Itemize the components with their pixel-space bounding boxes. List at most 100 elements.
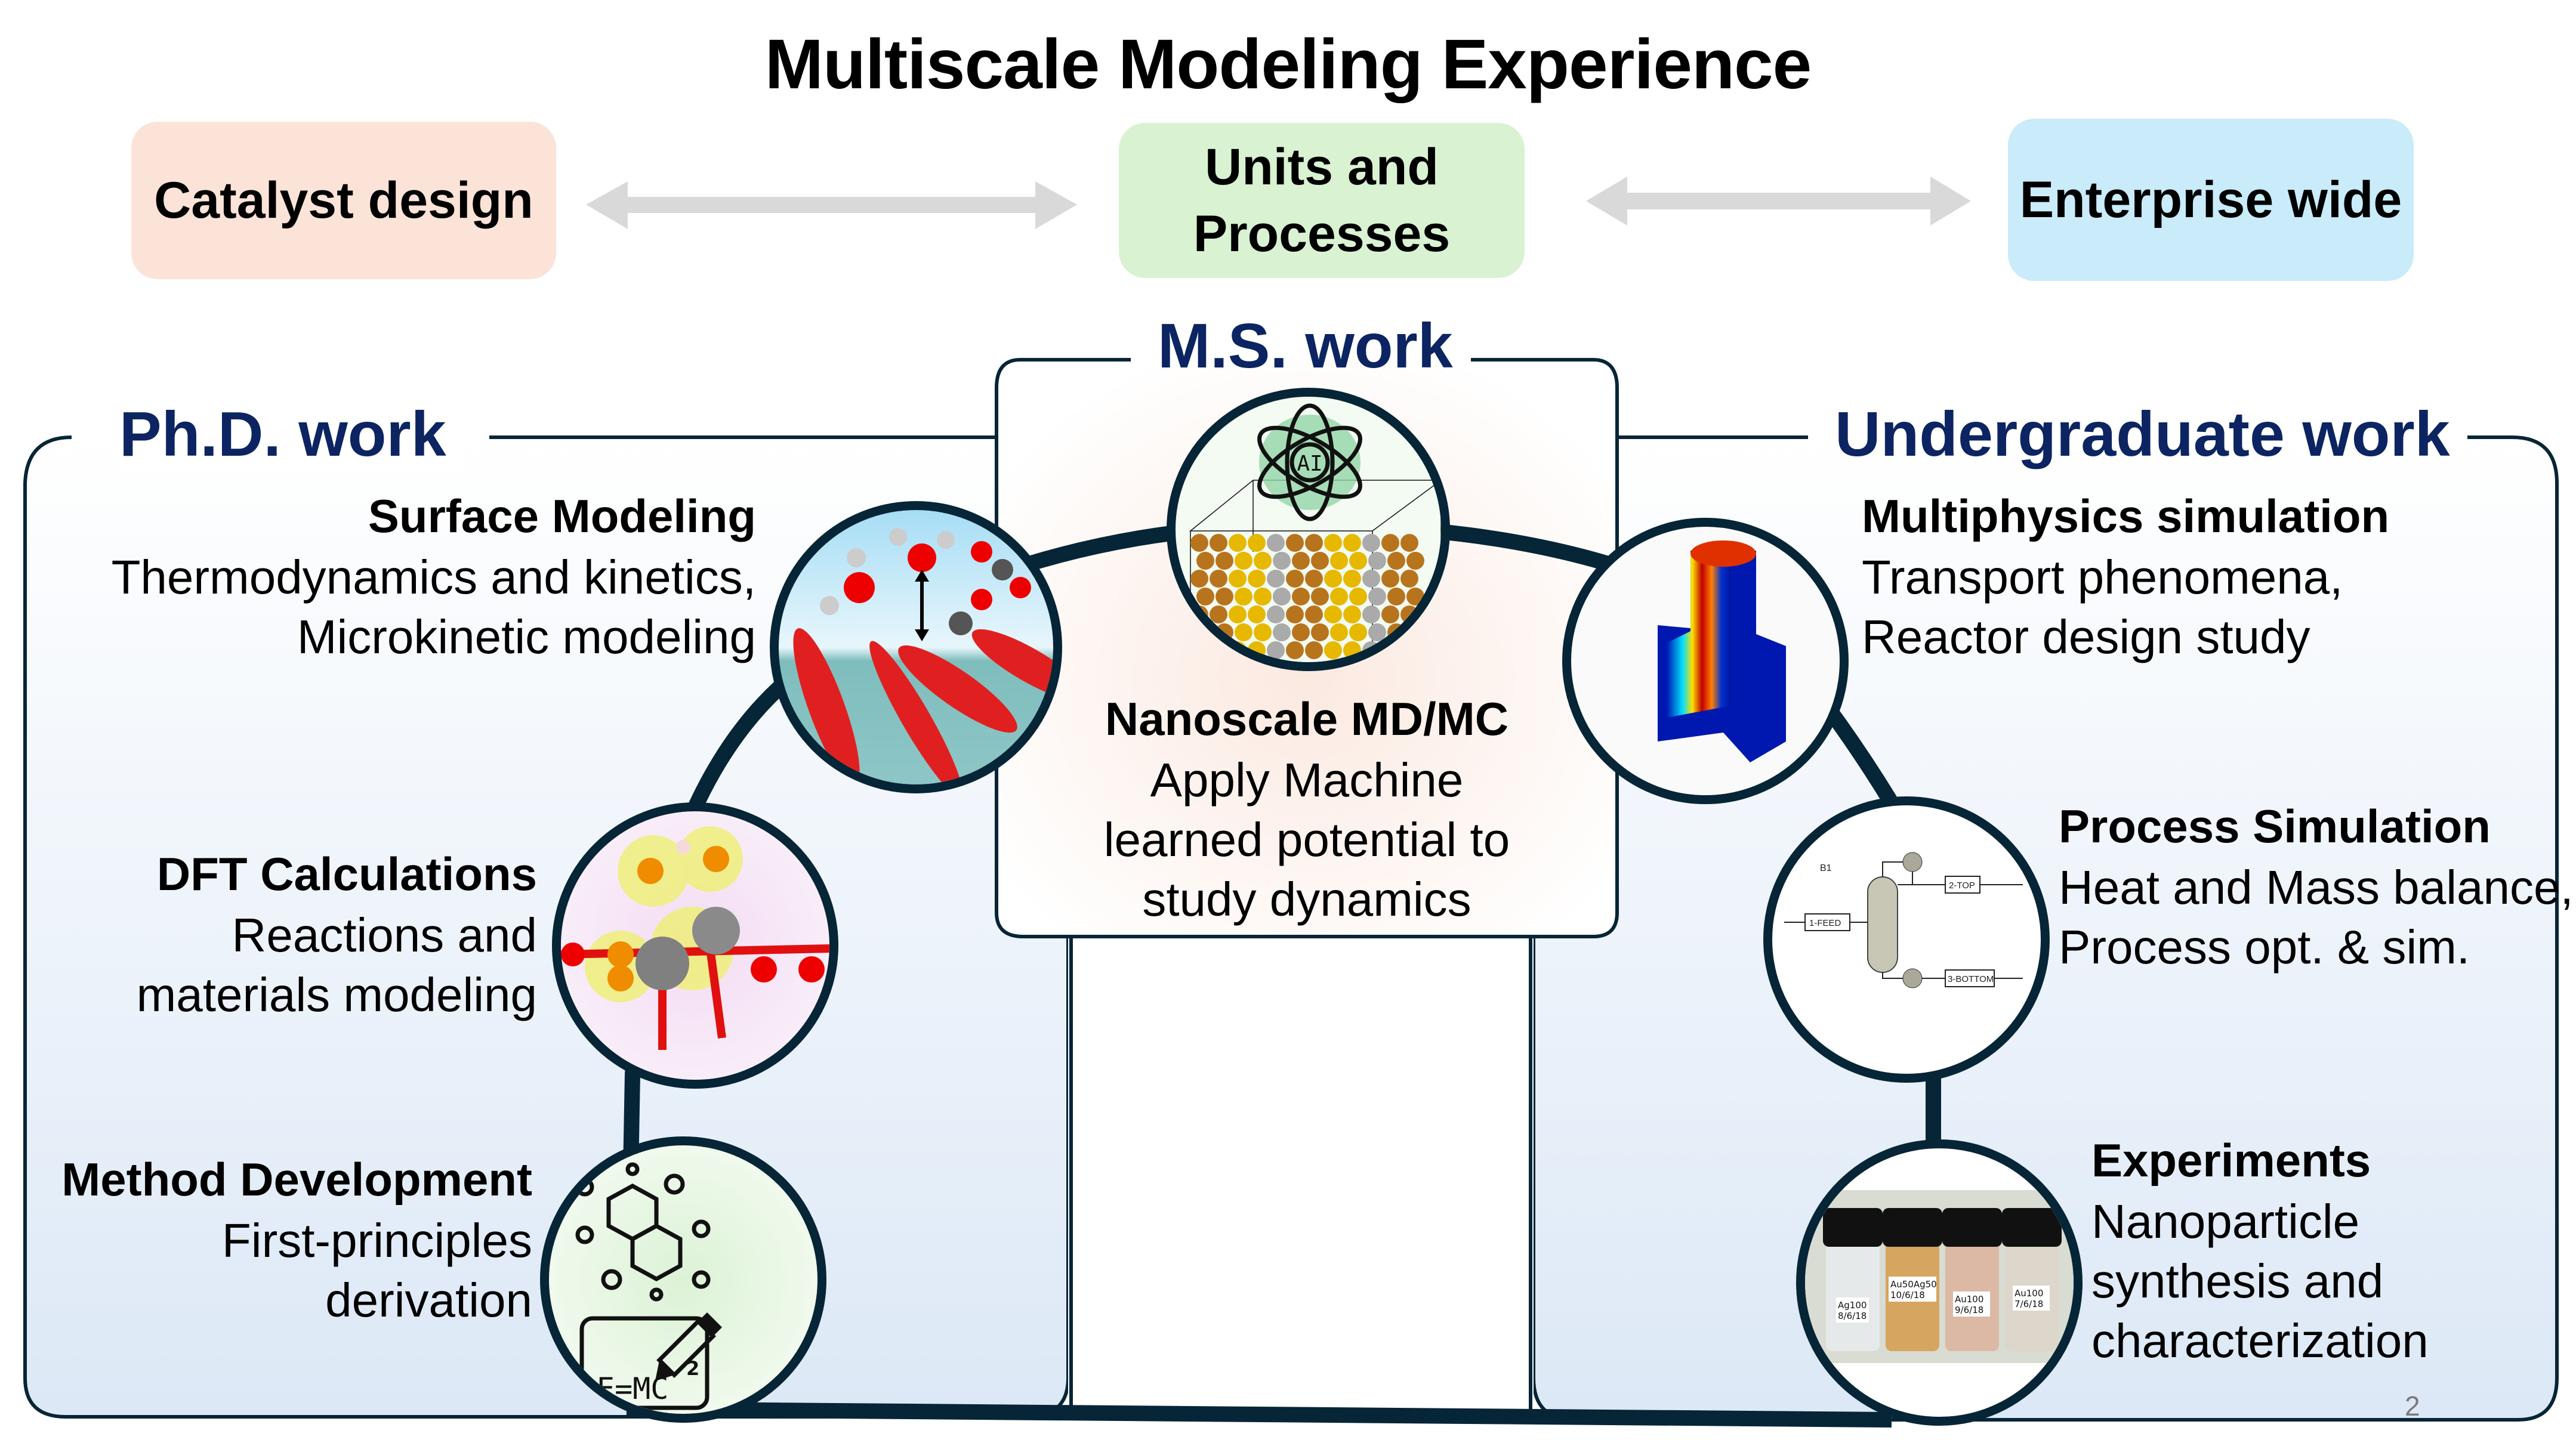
lattice-atom	[1343, 534, 1361, 552]
lattice-atom	[1330, 552, 1348, 570]
lattice-atom	[1196, 552, 1214, 570]
lattice-atom	[1362, 534, 1380, 552]
lattice-atom	[1311, 588, 1329, 605]
method-dev-desc: First-principles derivation	[222, 1211, 532, 1330]
lattice-atom	[1210, 570, 1227, 588]
lattice-atom	[1406, 552, 1424, 570]
lattice-atom	[1406, 588, 1424, 605]
lattice-atom	[1286, 534, 1304, 552]
desc-line: characterization	[2091, 1314, 2429, 1367]
vial-label: Au100	[1955, 1294, 1983, 1305]
equation-text: E=MC	[597, 1371, 668, 1406]
desc-line: Apply Machine	[1150, 753, 1464, 807]
pencil-icon	[655, 1312, 722, 1381]
lattice-atom	[1324, 641, 1342, 659]
desc-line: Microkinetic modeling	[297, 610, 756, 663]
lattice-atom	[1215, 623, 1233, 641]
nanoscale-heading: Nanoscale MD/MC	[1105, 693, 1509, 745]
lattice-atom	[1248, 605, 1266, 623]
flowsheet-feed-label: 1-FEED	[1809, 918, 1841, 928]
lattice-atom	[1235, 552, 1252, 570]
lattice-atom	[1305, 570, 1323, 588]
method-dev-image: E=MC 2	[540, 1136, 826, 1423]
desc-line: First-principles	[221, 1214, 532, 1267]
lattice-atom	[1215, 588, 1233, 605]
lattice-atom	[1400, 570, 1418, 588]
lattice-atom	[1254, 588, 1272, 605]
lattice-atom	[1400, 605, 1418, 623]
lattice-atom	[1190, 570, 1208, 588]
scale-box-label: Catalyst design	[154, 172, 533, 229]
undergrad-title-rule	[1617, 435, 1808, 439]
multiphysics-heading: Multiphysics simulation	[1862, 490, 2390, 542]
multiphysics-desc: Transport phenomena, Reactor design stud…	[1862, 548, 2343, 667]
lattice-atom	[1235, 623, 1252, 641]
scale-box-units: Units and Processes	[1119, 123, 1525, 278]
lattice-atom	[1248, 534, 1266, 552]
lattice-atom	[1324, 534, 1342, 552]
lattice-atom	[1210, 605, 1227, 623]
lattice-atom	[1349, 588, 1367, 605]
desc-line: Reactions and	[232, 909, 537, 962]
lattice-atom	[1330, 623, 1348, 641]
lattice-atom	[1267, 534, 1285, 552]
phd-title: Ph.D. work	[119, 398, 464, 471]
equation-exponent: 2	[686, 1357, 699, 1380]
lattice-atom	[1273, 588, 1291, 605]
lattice-atom	[1267, 641, 1285, 659]
lattice-atom	[1196, 588, 1214, 605]
lattice-atom	[1362, 605, 1380, 623]
scale-box-label-line2: Processes	[1193, 205, 1451, 262]
arrow-catalyst-units	[586, 181, 1077, 229]
vial-label: 10/6/18	[1890, 1290, 1925, 1300]
center-gap	[1068, 931, 1534, 1417]
vial	[2002, 1208, 2062, 1351]
surface-modeling-image	[770, 501, 1062, 793]
vial	[1942, 1208, 2002, 1351]
lattice-atom	[1286, 570, 1304, 588]
lattice-atom	[1368, 588, 1386, 605]
lattice-atom	[1254, 623, 1272, 641]
desc-line: Thermodynamics and kinetics,	[111, 551, 756, 604]
scale-box-enterprise: Enterprise wide	[2008, 119, 2414, 281]
lattice-atom	[1305, 534, 1323, 552]
desc-line: Heat and Mass balance,	[2059, 861, 2574, 914]
lattice-atom	[1343, 570, 1361, 588]
lattice-atom	[1330, 588, 1348, 605]
lattice-atom	[1362, 570, 1380, 588]
lattice-atom	[1368, 623, 1386, 641]
dft-heading: DFT Calculations	[156, 848, 537, 900]
desc-line: study dynamics	[1142, 873, 1471, 926]
experiments-heading: Experiments	[2091, 1134, 2371, 1187]
distillation-flowsheet-icon: B1 1-FEED 2-TOP 3-BOTTOM	[1784, 852, 2023, 988]
ai-atom-icon: AI	[1257, 403, 1362, 521]
scale-box-catalyst: Catalyst design	[131, 122, 556, 279]
experiments-desc: Nanoparticle synthesis and characterizat…	[2091, 1192, 2429, 1371]
lattice-atom	[1305, 605, 1323, 623]
vial-label: 7/6/18	[2014, 1299, 2043, 1309]
lattice-atom	[1254, 552, 1272, 570]
lattice-atom	[1349, 552, 1367, 570]
bottom-bar	[626, 1401, 1892, 1428]
scale-box-label: Enterprise wide	[2019, 171, 2402, 228]
lattice-atom	[1311, 623, 1329, 641]
process-sim-image: B1 1-FEED 2-TOP 3-BOTTOM	[1763, 796, 2050, 1083]
lattice-atom	[1273, 552, 1291, 570]
ai-atom-lattice-icon: AI	[1189, 403, 1441, 662]
dft-image	[552, 802, 838, 1089]
lattice-atom	[1387, 552, 1405, 570]
lattice-atom	[1305, 641, 1323, 659]
lattice-atom	[1343, 605, 1361, 623]
dft-orbital-icon	[561, 826, 829, 1050]
desc-line: Nanoparticle	[2091, 1195, 2360, 1248]
page-number: 2	[2405, 1391, 2420, 1422]
lattice-atom	[1343, 641, 1361, 659]
arrow-units-enterprise	[1586, 177, 1971, 225]
lattice-atom	[1235, 588, 1252, 605]
vial-label: 8/6/18	[1838, 1311, 1867, 1321]
multiphysics-image	[1562, 518, 1849, 804]
lattice-atom	[1324, 605, 1342, 623]
undergrad-title: Undergraduate work	[1835, 399, 2450, 469]
lattice-atom	[1190, 534, 1208, 552]
